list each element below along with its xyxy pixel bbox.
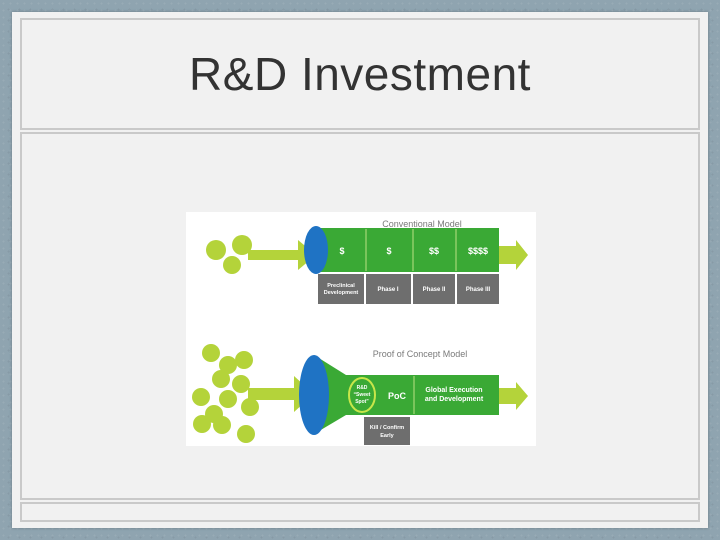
compound-dot [223, 256, 241, 274]
cost-label: $ [339, 246, 344, 256]
sweet-spot-label: R&D [357, 385, 368, 391]
slide-title: R&D Investment [189, 48, 531, 100]
sweet-spot-badge [348, 377, 376, 413]
kill-confirm-label: Early [380, 433, 394, 439]
footer-placeholder-frame [20, 502, 700, 522]
output-arrow [499, 240, 528, 270]
compound-dot [241, 398, 259, 416]
poc-label: PoC [388, 391, 407, 401]
phase-label: Development [324, 290, 359, 296]
pipe-opening [304, 226, 328, 274]
title-placeholder-frame [20, 18, 700, 130]
conventional-pipe [316, 228, 499, 272]
sweet-spot-label: “Sweet [354, 392, 371, 398]
compound-dot [202, 344, 220, 362]
diagram-canvas: Conventional Model $ $ $$ $$$$ [192, 219, 528, 445]
compound-dot [219, 356, 237, 374]
funnel-opening [299, 355, 329, 435]
compound-dot [206, 240, 226, 260]
phase-label: Phase I [377, 287, 398, 293]
compound-dot [213, 416, 231, 434]
poc-model-heading: Proof of Concept Model [373, 349, 468, 359]
input-arrow-shaft [248, 250, 304, 260]
kill-confirm-label: Kill / Confirm [370, 425, 404, 431]
kill-confirm-box [364, 417, 410, 445]
cost-label: $ [386, 246, 391, 256]
compound-dot [212, 370, 230, 388]
execution-label: Global Execution [425, 387, 482, 394]
phase-label: Phase II [423, 287, 446, 293]
compound-dot [235, 351, 253, 369]
cost-label: $$ [429, 246, 439, 256]
compound-dot [232, 235, 252, 255]
input-arrow-shaft [248, 388, 300, 400]
phase-label: Preclinical [327, 283, 355, 289]
compound-dot [193, 415, 211, 433]
cost-label: $$$$ [468, 246, 488, 256]
compound-dot [192, 388, 210, 406]
compound-dot [237, 425, 255, 443]
execution-label: and Development [425, 396, 484, 403]
slide: R&D Investment Conventional Model $ $ $$… [12, 12, 708, 528]
phase-box [318, 274, 364, 304]
conventional-model-heading: Conventional Model [382, 219, 462, 229]
compound-dot [232, 375, 250, 393]
phase-box [413, 274, 455, 304]
rd-model-diagram: Conventional Model $ $ $$ $$$$ [186, 212, 536, 446]
sweet-spot-label: Spot” [355, 399, 369, 405]
content-placeholder-frame [20, 132, 700, 500]
phase-box [366, 274, 411, 304]
phase-box [457, 274, 499, 304]
output-arrow [499, 382, 528, 410]
compound-dot [219, 390, 237, 408]
phase-label: Phase III [466, 287, 491, 293]
